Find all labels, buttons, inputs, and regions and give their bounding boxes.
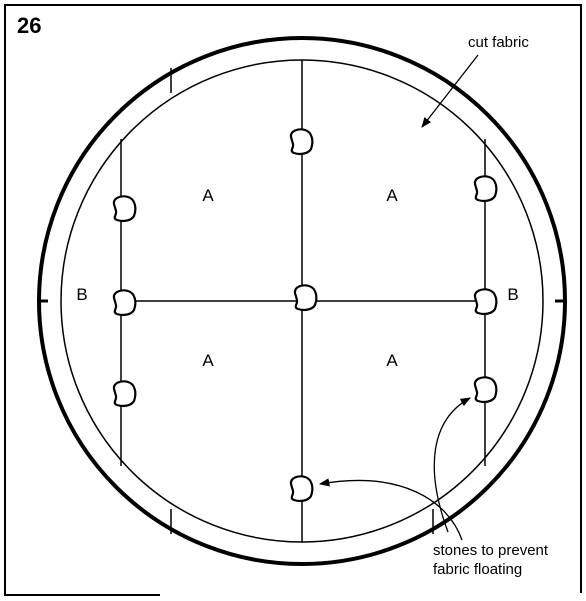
region-label-a-top-left: A (202, 186, 214, 205)
stone-bottom (291, 476, 312, 501)
stone-right-upper (475, 176, 496, 201)
region-label-a-bottom-right: A (386, 351, 398, 370)
stone-left-lower (114, 381, 135, 406)
stones-arrow-to-right-stone (434, 398, 470, 532)
cut-fabric-label: cut fabric (468, 34, 529, 51)
stone-left-upper (114, 196, 135, 221)
stone-center (295, 285, 316, 310)
cut-fabric-arrow (422, 55, 478, 127)
stones-label-line-2: fabric floating (433, 561, 522, 578)
region-label-b-left: B (76, 285, 87, 304)
figure-number: 26 (17, 13, 41, 38)
stone-left-mid (114, 290, 135, 315)
region-label-b-right: B (507, 285, 518, 304)
stone-right-lower (475, 377, 496, 402)
region-label-a-top-right: A (386, 186, 398, 205)
stone-right-mid (475, 289, 496, 314)
stones-label-line-1: stones to prevent (433, 542, 549, 559)
stone-top (291, 129, 312, 154)
region-label-a-bottom-left: A (202, 351, 214, 370)
